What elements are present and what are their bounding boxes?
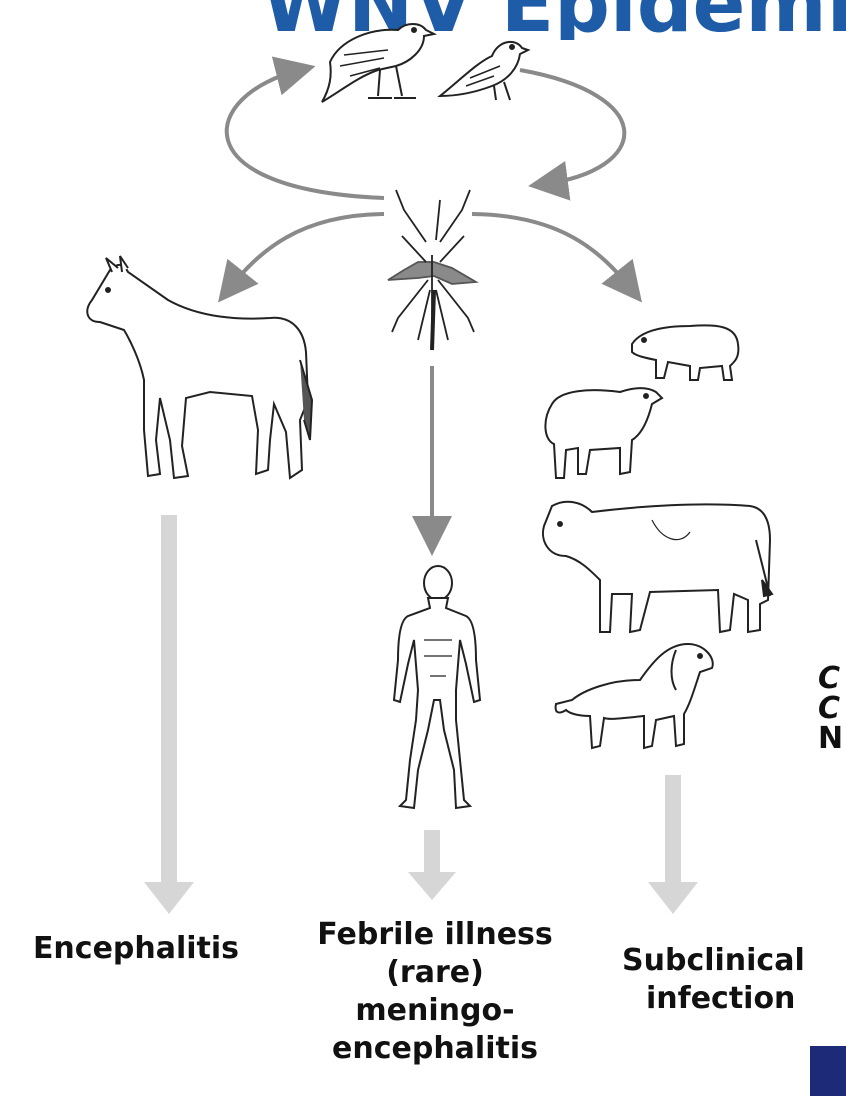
arrow-mosquito-to-horse [228, 214, 384, 290]
outcome-human-line2: (rare) [280, 954, 590, 992]
arrow-mammals-to-subclinical [648, 775, 698, 914]
dog-icon [556, 644, 713, 748]
clipped-side-text: C C N [818, 664, 846, 754]
mosquito-icon [388, 190, 476, 350]
outcome-other-line1: Subclinical [622, 942, 846, 980]
pig-icon [632, 325, 738, 380]
clipped-text-line1: C [818, 664, 846, 694]
cow-icon [543, 502, 772, 632]
outcome-human-line3: meningo- [280, 992, 590, 1030]
horse-icon [87, 256, 312, 478]
arrow-mosquito-to-mammals [472, 214, 632, 290]
human-icon [394, 566, 480, 808]
cycle-arrow-left [227, 70, 384, 198]
sheep-icon [545, 388, 662, 478]
arrow-horse-to-encephalitis [144, 515, 194, 914]
outcome-human-line1: Febrile illness [280, 916, 590, 954]
cycle-arrow-right [520, 70, 624, 184]
outcome-febrile-illness: Febrile illness (rare) meningo- encephal… [280, 916, 590, 1068]
clipped-text-line3: N [818, 724, 846, 754]
clipped-text-line2: C [818, 694, 846, 724]
outcome-subclinical-infection: Subclinical infection [612, 942, 846, 1018]
bird-icon [322, 24, 434, 102]
arrow-human-to-febrile [408, 830, 456, 900]
outcome-other-line2: infection [622, 980, 846, 1018]
outcome-human-line4: encephalitis [280, 1030, 590, 1068]
sparrow-icon [440, 42, 528, 100]
outcome-encephalitis: Encephalitis [6, 930, 266, 968]
